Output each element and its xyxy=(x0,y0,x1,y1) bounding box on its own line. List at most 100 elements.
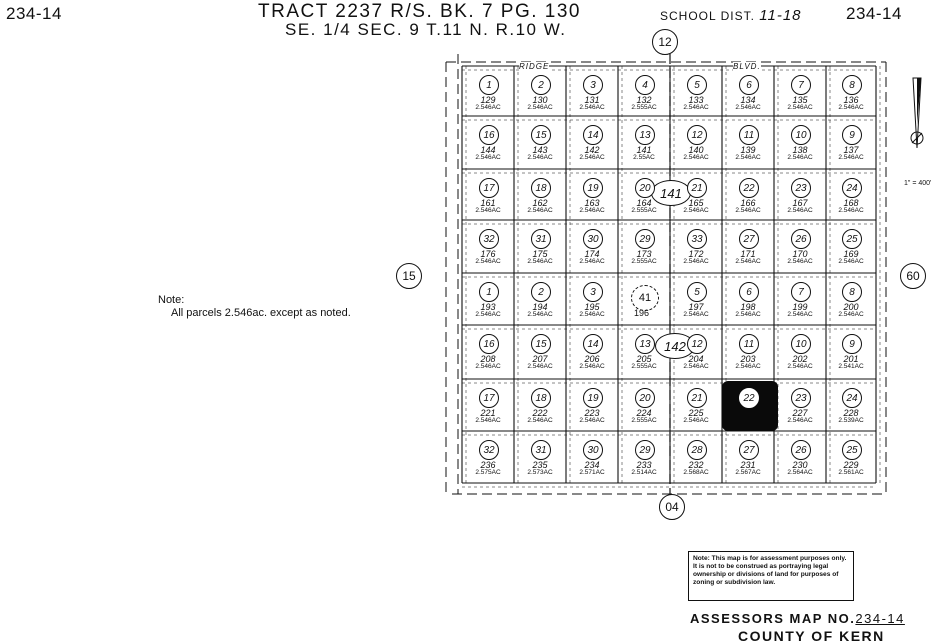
parcel-number[interactable]: 229 xyxy=(843,460,859,470)
parcel-number[interactable]: 207 xyxy=(532,354,548,364)
parcel-number[interactable]: 142 xyxy=(584,145,600,155)
parcel-number[interactable]: 228 xyxy=(843,408,859,418)
parcel-number[interactable]: 132 xyxy=(636,95,652,105)
lot-number: 2 xyxy=(531,282,551,302)
parcel-area: 2.546AC xyxy=(838,311,864,318)
parcel-number[interactable]: 222 xyxy=(532,408,548,418)
parcel-number[interactable]: 232 xyxy=(688,460,704,470)
lot-number: 7 xyxy=(791,282,811,302)
parcel-number[interactable]: 172 xyxy=(688,249,704,259)
parcel-number[interactable]: 233 xyxy=(636,460,652,470)
parcel-area: 2.546AC xyxy=(735,154,761,161)
parcel-number[interactable]: 169 xyxy=(843,249,859,259)
parcel-number[interactable]: 129 xyxy=(480,95,496,105)
parcel-area: 2.546AC xyxy=(683,104,709,111)
parcel-number[interactable]: 166 xyxy=(740,198,756,208)
parcel-number[interactable]: 143 xyxy=(532,145,548,155)
parcel-number[interactable]: 205 xyxy=(636,354,652,364)
parcel-area: 2.546AC xyxy=(683,311,709,318)
parcel-number[interactable]: 163 xyxy=(584,198,600,208)
north-arrow-icon xyxy=(910,77,924,149)
parcel-number[interactable]: 141 xyxy=(636,145,652,155)
lot-number: 18 xyxy=(531,388,551,408)
lot-number: 5 xyxy=(687,282,707,302)
lot-number: 1 xyxy=(479,282,499,302)
lot-number: 15 xyxy=(531,125,551,145)
parcel-number[interactable]: 137 xyxy=(843,145,859,155)
parcel-area: 2.546AC xyxy=(735,104,761,111)
parcel-number[interactable]: 202 xyxy=(792,354,808,364)
county-name: COUNTY OF KERN xyxy=(738,628,885,644)
parcel-number[interactable]: 167 xyxy=(792,198,808,208)
parcel-number[interactable]: 206 xyxy=(584,354,600,364)
parcel-area: 2.555AC xyxy=(631,363,657,370)
parcel-number[interactable]: 223 xyxy=(584,408,600,418)
lot-circle-41: 41 xyxy=(631,285,659,311)
parcel-area: 2.555AC xyxy=(631,207,657,214)
parcel-number[interactable]: 171 xyxy=(740,249,756,259)
parcel-number[interactable]: 161 xyxy=(480,198,496,208)
lot-number: 16 xyxy=(479,334,499,354)
lot-number: 20 xyxy=(635,388,655,408)
parcel-number[interactable]: 174 xyxy=(584,249,600,259)
parcel-number[interactable]: 224 xyxy=(636,408,652,418)
lot-number: 12 xyxy=(687,125,707,145)
parcel-number[interactable]: 221 xyxy=(480,408,496,418)
lot-number: 17 xyxy=(479,388,499,408)
parcel-number[interactable]: 235 xyxy=(532,460,548,470)
parcel-number[interactable]: 140 xyxy=(688,145,704,155)
parcel-area: 2.541AC xyxy=(838,363,864,370)
lot-number: 27 xyxy=(739,440,759,460)
lot-number: 12 xyxy=(687,334,707,354)
parcel-number[interactable]: 175 xyxy=(532,249,548,259)
parcel-area: 2.546AC xyxy=(527,311,553,318)
lot-number: 18 xyxy=(531,178,551,198)
lot-number: 25 xyxy=(842,440,862,460)
parcel-number[interactable]: 176 xyxy=(480,249,496,259)
parcel-number[interactable]: 199 xyxy=(792,302,808,312)
parcel-number[interactable]: 201 xyxy=(843,354,859,364)
parcel-number[interactable]: 231 xyxy=(740,460,756,470)
parcel-number[interactable]: 136 xyxy=(843,95,859,105)
parcel-number[interactable]: 208 xyxy=(480,354,496,364)
parcel-area: 2.546AC xyxy=(527,154,553,161)
parcel-number[interactable]: 131 xyxy=(584,95,600,105)
parcel-number[interactable]: 204 xyxy=(688,354,704,364)
parcel-number[interactable]: 225 xyxy=(688,408,704,418)
parcel-number[interactable]: 200 xyxy=(843,302,859,312)
parcel-number[interactable]: 173 xyxy=(636,249,652,259)
parcel-number[interactable]: 195 xyxy=(584,302,600,312)
parcel-number[interactable]: 197 xyxy=(688,302,704,312)
parcel-number[interactable]: 236 xyxy=(480,460,496,470)
parcel-number[interactable]: 164 xyxy=(636,198,652,208)
lot-number: 8 xyxy=(842,282,862,302)
parcel-area: 2.555AC xyxy=(631,417,657,424)
parcel-area: 2.546AC xyxy=(527,417,553,424)
lot-number: 29 xyxy=(635,229,655,249)
parcel-number[interactable]: 138 xyxy=(792,145,808,155)
road-number-left: 15 xyxy=(396,263,422,289)
parcel-number[interactable]: 135 xyxy=(792,95,808,105)
parcel-number[interactable]: 168 xyxy=(843,198,859,208)
lot-number: 31 xyxy=(531,440,551,460)
parcel-number[interactable]: 134 xyxy=(740,95,756,105)
parcel-area: 2.546AC xyxy=(475,417,501,424)
lot-number: 6 xyxy=(739,75,759,95)
parcel-number[interactable]: 130 xyxy=(532,95,548,105)
parcel-number[interactable]: 170 xyxy=(792,249,808,259)
parcel-number[interactable]: 144 xyxy=(480,145,496,155)
parcel-number[interactable]: 133 xyxy=(688,95,704,105)
parcel-number[interactable]: 139 xyxy=(740,145,756,155)
parcel-number[interactable]: 230 xyxy=(792,460,808,470)
parcel-number[interactable]: 203 xyxy=(740,354,756,364)
parcel-number[interactable]: 198 xyxy=(740,302,756,312)
lot-number: 8 xyxy=(842,75,862,95)
parcel-number[interactable]: 162 xyxy=(532,198,548,208)
parcel-number[interactable]: 227 xyxy=(792,408,808,418)
parcel-number[interactable]: 194 xyxy=(532,302,548,312)
lot-number: 31 xyxy=(531,229,551,249)
parcel-number[interactable]: 193 xyxy=(480,302,496,312)
parcel-number[interactable]: 234 xyxy=(584,460,600,470)
parcel-area: 2.546AC xyxy=(683,363,709,370)
parcel-number[interactable]: 165 xyxy=(688,198,704,208)
